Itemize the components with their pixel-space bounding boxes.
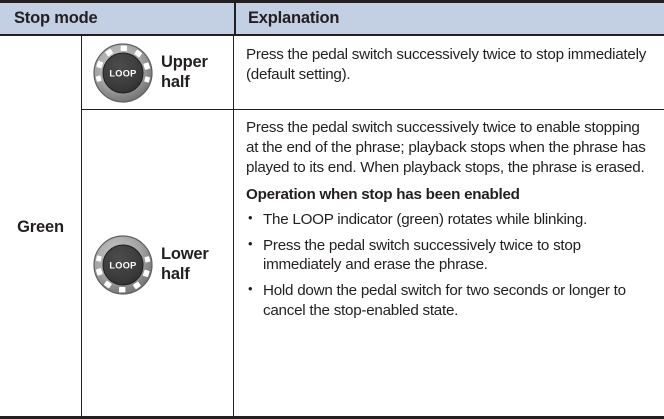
indicator-label-line2: half — [161, 72, 190, 91]
indicator-label-line2: half — [161, 264, 190, 283]
explanation-subheading: Operation when stop has been enabled — [246, 185, 520, 203]
mode-label: Green — [17, 218, 64, 236]
table-header-row: Stop mode Explanation — [0, 3, 664, 36]
indicator-label-line1: Lower — [161, 245, 209, 264]
indicator-label-upper-half: Upper half — [161, 53, 208, 92]
header-cell-stop-mode: Stop mode — [0, 3, 236, 34]
indicator-cell-lower-half: LOOP Lower half — [82, 110, 234, 419]
rows-container: LOOP Upper half Press the pedal switch s… — [82, 36, 664, 419]
svg-text:LOOP: LOOP — [109, 68, 136, 78]
table-row-upper-half: LOOP Upper half Press the pedal switch s… — [82, 36, 664, 110]
header-cell-explanation: Explanation — [236, 3, 664, 34]
list-item: The LOOP indicator (green) rotates while… — [246, 209, 650, 230]
indicator-cell-upper-half: LOOP Upper half — [82, 36, 234, 109]
explanation-bullet-list: The LOOP indicator (green) rotates while… — [246, 209, 650, 322]
header-label-stop-mode: Stop mode — [14, 9, 98, 27]
table-row-lower-half: LOOP Lower half Press the pedal switch s… — [82, 110, 664, 419]
table-body: Green — [0, 36, 664, 419]
indicator-label-lower-half: Lower half — [161, 245, 209, 284]
explanation-paragraph: Press the pedal switch successively twic… — [246, 119, 646, 176]
header-label-explanation: Explanation — [248, 9, 340, 27]
list-item: Press the pedal switch successively twic… — [246, 235, 650, 276]
mode-cell-green: Green — [0, 36, 82, 419]
list-item: Hold down the pedal switch for two secon… — [246, 280, 650, 321]
indicator-label-line1: Upper — [161, 53, 208, 72]
loop-knob-upper-half-icon: LOOP — [92, 42, 154, 104]
loop-knob-lower-half-icon: LOOP — [92, 234, 154, 296]
explanation-cell-lower-half: Press the pedal switch successively twic… — [234, 110, 664, 419]
svg-text:LOOP: LOOP — [109, 260, 136, 270]
explanation-paragraph: Press the pedal switch successively twic… — [246, 46, 647, 83]
explanation-cell-upper-half: Press the pedal switch successively twic… — [234, 36, 664, 109]
